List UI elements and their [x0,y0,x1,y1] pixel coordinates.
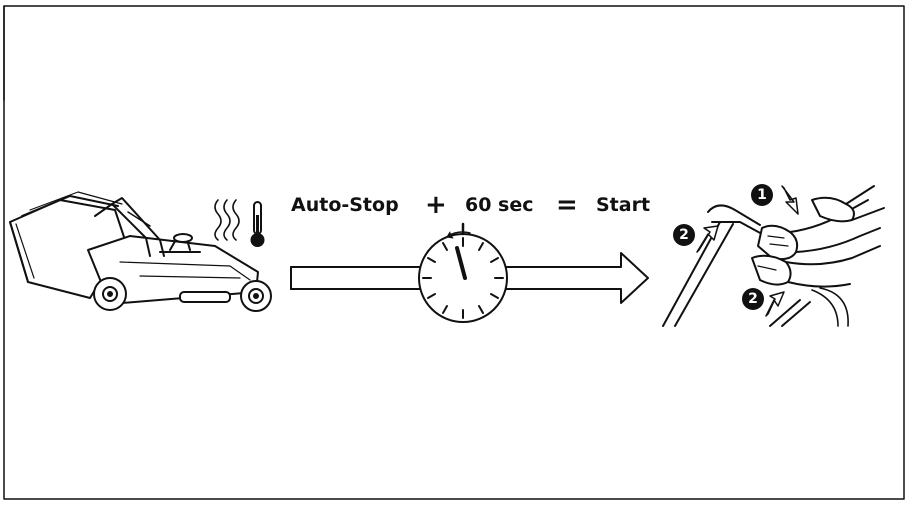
auto-stop-label: Auto-Stop [291,194,399,216]
start-label: Start [596,194,651,216]
hands-on-handle-icon [662,185,885,327]
time-label: 60 sec [465,194,534,216]
stopwatch-icon [418,222,508,323]
heat-waves-icon [214,199,240,241]
step-2-badge-lower: 2 [742,288,764,310]
lawn-mower-icon [9,191,272,312]
equals-operator: = [556,190,578,220]
plus-operator: + [425,190,447,220]
step-2-badge-upper: 2 [673,224,695,246]
thermometer-icon [250,201,265,247]
step-1-badge: 1 [751,184,773,206]
right-arrow-icon [290,252,649,304]
diagram-border [3,5,905,500]
